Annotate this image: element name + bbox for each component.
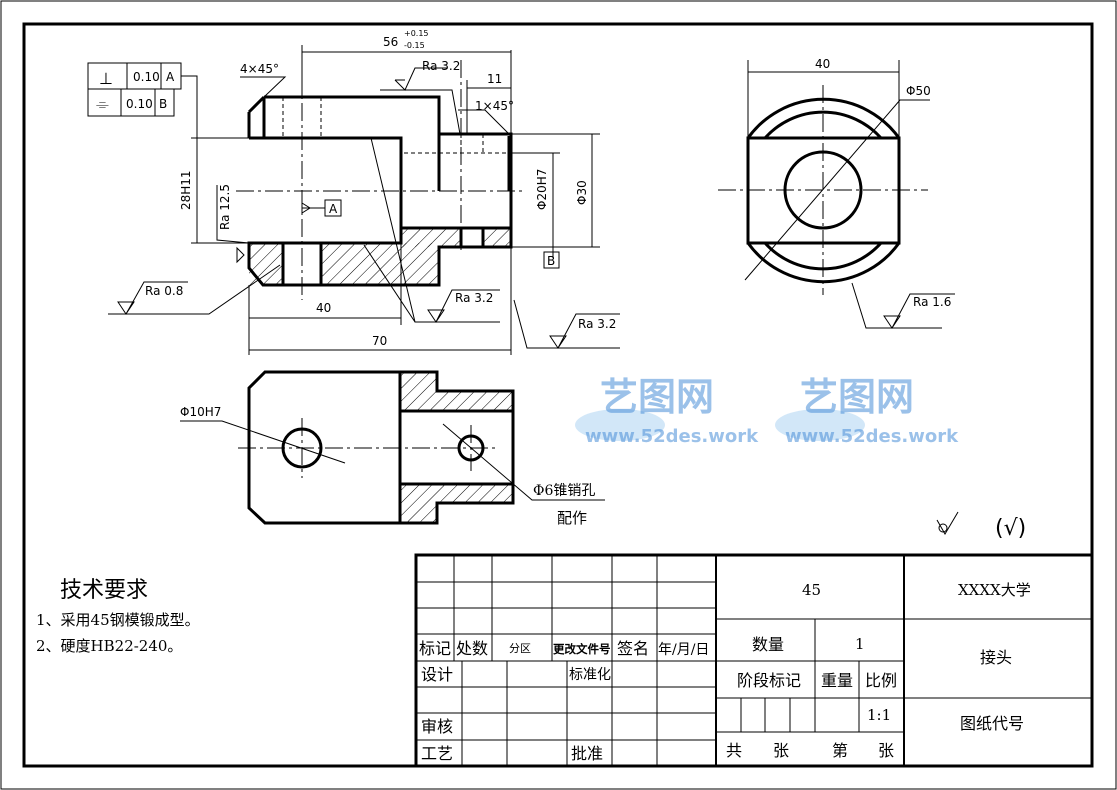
sheet-no: 第: [832, 741, 848, 760]
front-view: 56 +0.15 -0.15 4×45° 11 1×45° 28H11 Φ20H…: [87, 29, 620, 355]
pin-hole-note: Φ6锥销孔: [533, 483, 595, 499]
datum-a-leader: [301, 202, 325, 214]
hole-dim: Φ10H7: [180, 405, 221, 419]
fcf-datum: A: [166, 70, 175, 84]
scale-label: 比例: [865, 671, 897, 690]
part-name: 接头: [980, 648, 1012, 667]
roughness-symbol: [363, 137, 500, 323]
dim-56: 56: [383, 35, 398, 49]
pin-note: 配作: [557, 509, 587, 527]
rev-header: 标记: [419, 639, 451, 658]
watermark-brand: 艺图网: [800, 375, 914, 419]
review-label: 审核: [421, 717, 453, 736]
weight-label: 重量: [821, 671, 853, 690]
qty: 1: [855, 635, 865, 653]
dim-11: 11: [487, 72, 502, 86]
watermark-url: www.52des.work: [785, 426, 959, 447]
perpendicularity-icon: ⊥: [99, 69, 113, 88]
datum-a-box: [324, 199, 342, 217]
dim-40: 40: [316, 301, 331, 315]
side-view: 40 Φ50 Ra 1.6: [718, 57, 955, 329]
stage-label: 阶段标记: [737, 671, 801, 690]
watermark: 艺图网 www.52des.work 艺图网 www.52des.work: [575, 375, 959, 447]
hatch-area: [249, 243, 283, 285]
roughness-symbol: [380, 67, 461, 135]
ra-inner: Ra 3.2: [455, 291, 493, 305]
school: XXXX大学: [958, 581, 1031, 599]
dim-70: 70: [372, 334, 387, 348]
drawing-no-label: 图纸代号: [960, 714, 1024, 733]
symmetry-icon: ⌯: [96, 94, 109, 113]
sheets-total: 共: [726, 741, 742, 760]
sheets-unit: 张: [773, 741, 789, 760]
default-roughness: (√): [936, 511, 1026, 541]
standard-label: 标准化: [569, 667, 611, 683]
top-view: Φ10H7 Φ6锥销孔 配作: [180, 370, 605, 527]
rev-header: 更改文件号: [553, 642, 611, 656]
hatch-area: [401, 228, 461, 247]
qty-label: 数量: [752, 635, 784, 654]
roughness-note: (√): [995, 516, 1026, 541]
fcf-datum: B: [159, 97, 167, 111]
fcf-value: 0.10: [133, 70, 160, 84]
roughness-symbol: [108, 264, 281, 315]
datum-a: A: [329, 202, 338, 216]
side-ra: Ra 1.6: [913, 295, 951, 309]
watermark-brand: 艺图网: [600, 375, 714, 419]
feature-control-frame: ⊥ 0.10 A ⌯ 0.10 B: [87, 62, 198, 138]
datum-b: B: [547, 254, 555, 268]
datum-b-box: [543, 251, 560, 269]
tol-upper: +0.15: [404, 29, 429, 38]
chamfer-left: 4×45°: [240, 62, 279, 76]
side-dim-50: Φ50: [906, 84, 931, 98]
ra-hole: Ra 0.8: [145, 284, 183, 298]
rev-header: 分区: [509, 642, 531, 655]
dim-boss: Φ30: [575, 180, 589, 205]
roughness-symbol: [216, 185, 250, 264]
process-label: 工艺: [421, 744, 453, 763]
ra-slot: Ra 12.5: [218, 184, 232, 230]
dimension-lines: [191, 50, 600, 355]
dim-bore: Φ20H7: [535, 169, 549, 210]
ra-top: Ra 3.2: [422, 59, 460, 73]
rev-header: 签名: [617, 639, 649, 658]
tech-req-title: 技术要求: [60, 578, 148, 603]
ra-end: Ra 3.2: [578, 317, 616, 331]
tol-lower: -0.15: [404, 41, 425, 50]
fcf-value: 0.10: [126, 97, 153, 111]
scale: 1:1: [867, 706, 891, 724]
design-label: 设计: [421, 665, 453, 684]
tech-req-item: 1、采用45钢模锻成型。: [36, 611, 200, 629]
material: 45: [802, 581, 821, 599]
side-dim-40: 40: [815, 57, 830, 71]
sheets-unit: 张: [878, 741, 894, 760]
rev-header: 年/月/日: [658, 642, 709, 658]
title-block: 45 XXXX大学 接头 图纸代号 数量 1 阶段标记 重量 比例 1:1 共 …: [414, 553, 1094, 768]
dim-28h11: 28H11: [179, 170, 193, 210]
watermark-url: www.52des.work: [585, 426, 759, 447]
tech-req-item: 2、硬度HB22-240。: [36, 637, 182, 655]
roughness-symbol: [513, 299, 620, 349]
hatch-area: [483, 228, 511, 247]
hatch-area: [321, 243, 439, 285]
rev-header: 处数: [456, 639, 488, 658]
chamfer-right: 1×45°: [475, 99, 514, 113]
approve-label: 批准: [571, 744, 603, 763]
